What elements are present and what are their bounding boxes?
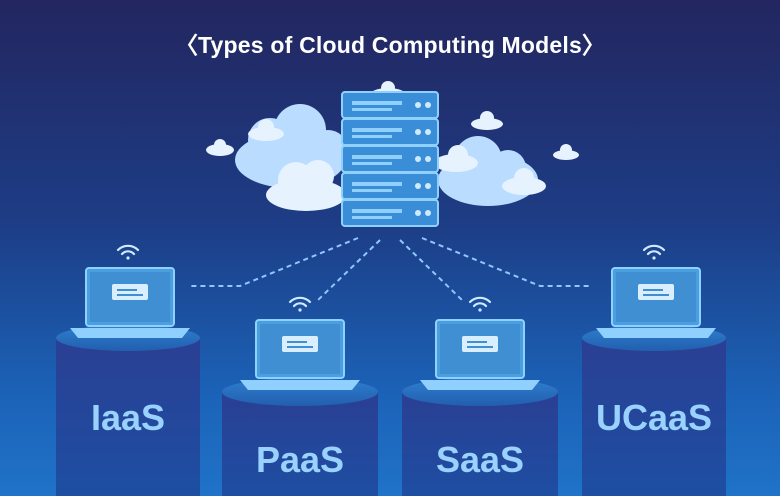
diagram-title: 〈Types of Cloud Computing Models〉 (174, 32, 606, 58)
server-rack-icon (341, 91, 439, 227)
server-unit (341, 199, 439, 227)
label-paas: PaaS (255, 439, 345, 480)
line-ucaas (421, 237, 592, 287)
wifi-icon (642, 244, 666, 260)
cloud-icon (471, 111, 503, 130)
line-paas (317, 239, 381, 301)
cloud-cluster (206, 81, 579, 211)
cloud-icon (553, 144, 579, 160)
laptop-icon (240, 319, 360, 390)
label-ucaas: UCaaS (595, 397, 713, 438)
pod-ucaas (582, 325, 726, 496)
label-saas: SaaS (435, 439, 525, 480)
server-unit (341, 145, 439, 173)
laptop-icon (596, 267, 716, 338)
server-unit (341, 172, 439, 200)
cloud-icon (206, 139, 234, 156)
cloud-icon (434, 145, 478, 172)
cloud-icon (248, 119, 284, 141)
line-saas (399, 239, 463, 301)
wifi-icon (288, 296, 312, 312)
server-unit (341, 91, 439, 119)
connection-lines (188, 237, 592, 301)
laptop-icon (70, 267, 190, 338)
wifi-icon (116, 244, 140, 260)
server-unit (341, 118, 439, 146)
cloud-icon (502, 168, 546, 195)
line-iaas (188, 237, 359, 287)
cloud-icon (266, 160, 346, 211)
label-iaas: IaaS (90, 397, 166, 438)
wifi-icon (468, 296, 492, 312)
laptop-icon (420, 319, 540, 390)
